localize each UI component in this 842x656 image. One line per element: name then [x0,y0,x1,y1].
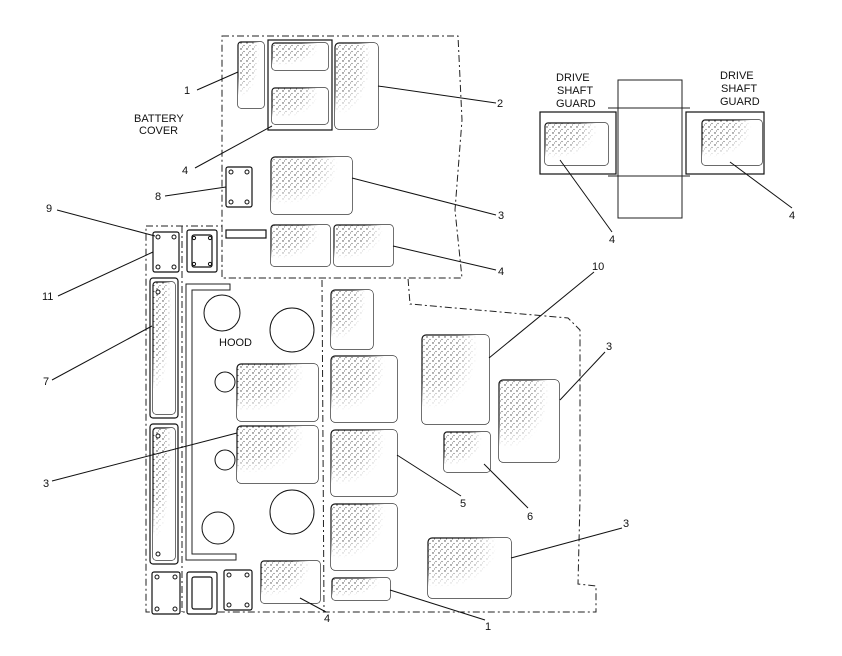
callout-10: 10 [592,261,604,273]
callout-3-top: 3 [498,210,504,222]
center-column-panels [330,289,398,601]
battery-cover-label-line2: COVER [139,125,178,137]
drive-shaft-guard-right-line1: DRIVE [720,70,754,82]
callout-3-right: 3 [606,341,612,353]
hood-label: HOOD [219,337,252,349]
callout-5: 5 [460,498,466,510]
callout-4-guard-left: 4 [609,234,615,246]
panel-3-top [270,156,353,215]
panel-2 [334,42,379,130]
callout-11: 11 [42,291,53,303]
callout-9: 9 [46,203,52,215]
panel-3-left [236,425,319,484]
drive-shaft-guard-left-line3: GUARD [556,98,596,110]
latch-bar [225,229,267,239]
hood-panel-upper [236,363,319,422]
callout-8: 8 [155,191,161,203]
callout-4-bottom: 4 [324,613,330,625]
battery-compartment-outline [221,35,463,279]
panel-4-mid-pair [270,224,394,267]
callout-4-mid: 4 [498,266,504,278]
drive-shaft-guard-right-line2: SHAFT [721,83,757,95]
drive-shaft-guard-right-line3: GUARD [720,96,760,108]
callout-2: 2 [497,98,503,110]
drive-shaft-guard-detail [539,79,765,219]
drive-shaft-guard-left-line1: DRIVE [556,72,590,84]
drive-shaft-guard-left-line2: SHAFT [557,85,593,97]
panel-9-plate [152,231,180,273]
panel-10 [421,334,490,425]
callout-6: 6 [527,511,533,523]
engine-compartment-outline [145,225,597,613]
callout-1-bottom: 1 [485,621,491,633]
bottom-plates [151,569,253,615]
panel-8-plate [225,166,253,208]
leader-lines [51,71,793,621]
callout-4-guard-right: 4 [789,210,795,222]
callout-7: 7 [43,376,49,388]
panel-6 [443,431,491,473]
panel-11-plate [186,229,218,273]
panel-4-top-frame [267,39,333,131]
battery-cover-label-line1: BATTERY [134,113,184,125]
panel-4-bottom [260,560,321,604]
hood-frame [185,283,315,561]
panel-1-top [237,41,265,109]
callout-1-top: 1 [184,85,190,97]
panel-7-strip [149,277,179,565]
panel-3-bottom [427,537,512,599]
callout-3-bottom: 3 [623,518,629,530]
panel-3-right [498,379,560,463]
callout-4-top: 4 [182,165,188,177]
callout-3-left: 3 [43,478,49,490]
